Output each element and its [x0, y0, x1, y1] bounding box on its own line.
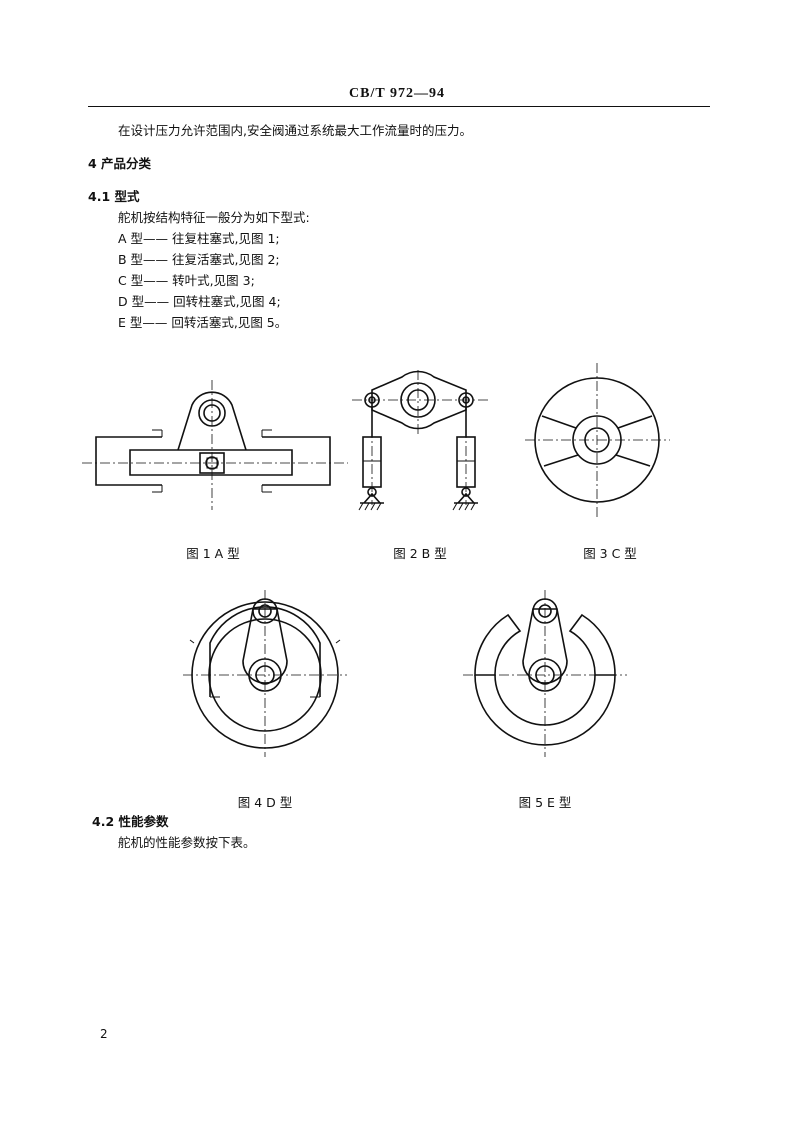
type-e-text: E 型—— 回转活塞式,见图 5。	[118, 315, 288, 330]
figure-4-diagram	[183, 590, 347, 757]
section-4-1-desc: 舵机按结构特征一般分为如下型式:	[118, 210, 310, 225]
figure-3-diagram	[525, 363, 670, 518]
figure-3-caption: 图 3 C 型	[583, 546, 637, 561]
figure-5-diagram	[463, 590, 627, 757]
page-number: 2	[100, 1027, 108, 1041]
figure-1-diagram	[82, 380, 348, 510]
figure-5-caption: 图 5 E 型	[518, 795, 572, 810]
header-rule	[88, 106, 710, 107]
section-4-2-desc: 舵机的性能参数按下表。	[118, 835, 256, 850]
document-code-header: CB/T 972—94	[349, 86, 445, 101]
figure-2-caption: 图 2 B 型	[393, 546, 447, 561]
section-4-1-heading: 4.1 型式	[88, 189, 140, 204]
type-d-text: D 型—— 回转柱塞式,见图 4;	[118, 294, 281, 309]
figure-1-caption: 图 1 A 型	[186, 546, 240, 561]
type-a-text: A 型—— 往复柱塞式,见图 1;	[118, 231, 280, 246]
section-4-2-heading: 4.2 性能参数	[92, 814, 169, 829]
section-4-heading: 4 产品分类	[88, 156, 152, 171]
figure-4-caption: 图 4 D 型	[237, 795, 293, 810]
type-b-text: B 型—— 往复活塞式,见图 2;	[118, 252, 280, 267]
figure-2-diagram	[352, 370, 488, 511]
intro-text: 在设计压力允许范围内,安全阀通过系统最大工作流量时的压力。	[118, 123, 472, 138]
type-c-text: C 型—— 转叶式,见图 3;	[118, 273, 255, 288]
